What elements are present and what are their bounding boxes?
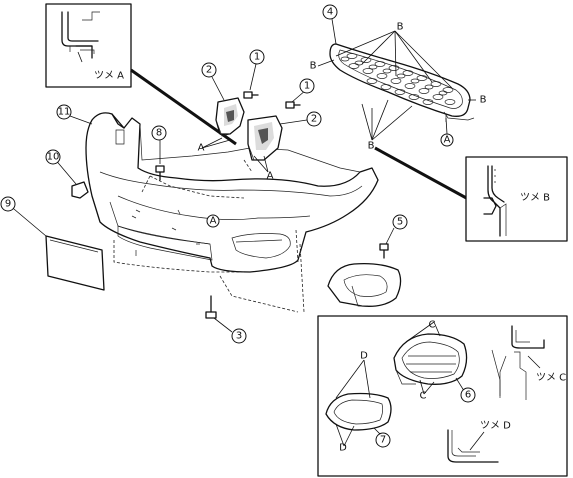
callout-2-right: 2 [306, 111, 322, 127]
callout-2-left: 2 [201, 62, 217, 78]
label-b-bottom: B [368, 141, 375, 152]
label-c-top: C [429, 320, 436, 331]
screw-3 [205, 295, 217, 319]
bracket-a-leaders [201, 137, 269, 173]
svg-text:1: 1 [304, 81, 310, 92]
callout-6: 6 [460, 387, 476, 403]
fog-lamp-bezel-lower [327, 262, 402, 307]
front-grille [329, 43, 475, 122]
license-plate-bracket [45, 235, 105, 291]
svg-text:5: 5 [397, 217, 403, 228]
clip-10 [71, 181, 89, 199]
tsume-c-sketch [491, 325, 545, 400]
svg-text:3: 3 [236, 331, 242, 342]
tsume-d-sketch [447, 429, 499, 463]
callout-7: 7 [375, 432, 391, 448]
label-b-left: B [310, 61, 317, 72]
screw-8 [155, 165, 165, 181]
callout-11: 11 [56, 104, 72, 120]
tsume-a-text: ツメ A [94, 71, 124, 82]
callout-9: 9 [0, 196, 16, 212]
screw-1-upper [243, 91, 259, 99]
callout-4: 4 [322, 4, 338, 20]
svg-text:8: 8 [156, 128, 162, 139]
svg-text:9: 9 [5, 199, 11, 210]
svg-text:10: 10 [47, 152, 60, 163]
fog-lamp-ring [325, 392, 392, 431]
label-a-right-bracket: A [267, 171, 274, 182]
detail-box-tsume-a: ツメ A [45, 3, 132, 88]
grille-mesh [340, 53, 456, 105]
callout-5: 5 [392, 214, 408, 230]
label-d-bottom: D [339, 443, 347, 454]
svg-text:1: 1 [254, 52, 260, 63]
svg-text:7: 7 [380, 435, 386, 446]
svg-text:4: 4 [327, 7, 333, 18]
callout-8: 8 [151, 125, 167, 141]
callout-1-lower: 1 [299, 78, 315, 94]
fog-d-leaders [335, 359, 371, 447]
svg-text:2: 2 [206, 65, 212, 76]
fog-c-leaders [405, 321, 441, 395]
tsume-b-text: ツメ B [520, 193, 550, 204]
detail-box-tsume-b: ツメ B [465, 156, 568, 242]
bracket-right [247, 115, 283, 161]
front-bumper-cover [85, 112, 379, 313]
label-d-top: D [360, 351, 368, 362]
detail-b-pointer [374, 146, 471, 202]
svg-text:6: 6 [465, 390, 471, 401]
screw-5 [379, 243, 389, 259]
label-b-top: B [397, 22, 404, 33]
svg-text:A: A [210, 216, 217, 227]
label-a-circled-bumper: A [206, 214, 220, 228]
svg-text:2: 2 [311, 114, 317, 125]
fog-lamp-bezel [393, 333, 468, 385]
callout-1-upper: 1 [249, 49, 265, 65]
detail-box-fog-lamp: ツメ C ツメ D [317, 315, 568, 477]
label-a-left-bracket: A [198, 143, 205, 154]
tsume-d-text: ツメ D [480, 421, 511, 432]
svg-text:11: 11 [58, 107, 71, 118]
screw-1-lower [285, 101, 301, 109]
label-b-right: B [480, 95, 487, 106]
callout-3: 3 [231, 328, 247, 344]
callout-10: 10 [45, 149, 61, 165]
label-a-circled-grille: A [440, 133, 454, 147]
detail-a-pointer [130, 68, 237, 146]
tsume-c-text: ツメ C [536, 373, 566, 384]
bracket-left [215, 97, 245, 137]
label-c-bottom: C [420, 391, 427, 402]
grille-b-leaders [317, 30, 476, 141]
svg-text:A: A [444, 135, 451, 146]
